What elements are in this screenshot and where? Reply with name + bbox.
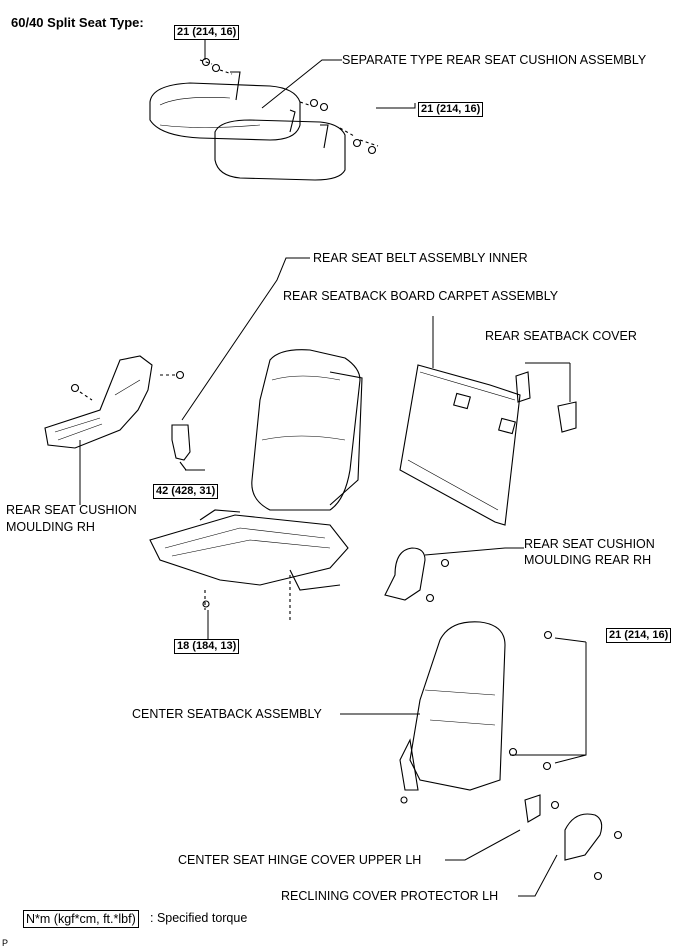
- cushion-moulding-rear-drawing: [384, 547, 450, 603]
- label-separate-cushion: SEPARATE TYPE REAR SEAT CUSHION ASSEMBLY: [342, 53, 647, 67]
- center-seatback-drawing: [399, 621, 553, 804]
- legend-description: : Specified torque: [150, 911, 248, 925]
- torque-box-2: 21 (214, 16): [418, 102, 484, 117]
- torque-box-1: 21 (214, 16): [174, 25, 240, 40]
- belt-assembly-drawing: [171, 424, 191, 471]
- leader-lines: [79, 38, 587, 897]
- board-carpet-drawing: [399, 364, 577, 526]
- label-center-seatback: CENTER SEATBACK ASSEMBLY: [132, 707, 322, 721]
- torque-box-3: 42 (428, 31): [153, 484, 219, 499]
- label-belt-inner: REAR SEAT BELT ASSEMBLY INNER: [313, 251, 528, 265]
- hinge-covers-drawing: [524, 794, 623, 881]
- page-title: 60/40 Split Seat Type:: [11, 15, 144, 30]
- legend-unit-box: N*m (kgf*cm, ft.*lbf): [23, 910, 139, 928]
- label-reclining-cover: RECLINING COVER PROTECTOR LH: [281, 889, 499, 903]
- label-cushion-moulding-rh-line1: REAR SEAT CUSHION: [6, 503, 137, 517]
- label-board-carpet: REAR SEATBACK BOARD CARPET ASSEMBLY: [283, 289, 559, 303]
- label-hinge-cover: CENTER SEAT HINGE COVER UPPER LH: [178, 853, 422, 867]
- label-cushion-moulding-rear-line2: MOULDING REAR RH: [524, 553, 652, 567]
- torque-box-4: 18 (184, 13): [174, 639, 240, 654]
- label-seatback-cover: REAR SEATBACK COVER: [485, 329, 637, 343]
- label-cushion-moulding-rear-line1: REAR SEAT CUSHION: [524, 537, 655, 551]
- label-cushion-moulding-rh-line2: MOULDING RH: [6, 520, 95, 534]
- torque-box-5: 21 (214, 16): [606, 628, 672, 643]
- corner-mark: P: [2, 938, 9, 948]
- cushion-moulding-rh-drawing: [44, 355, 185, 449]
- separate-cushion-drawing: [149, 57, 379, 181]
- main-seat-drawing: [149, 349, 363, 620]
